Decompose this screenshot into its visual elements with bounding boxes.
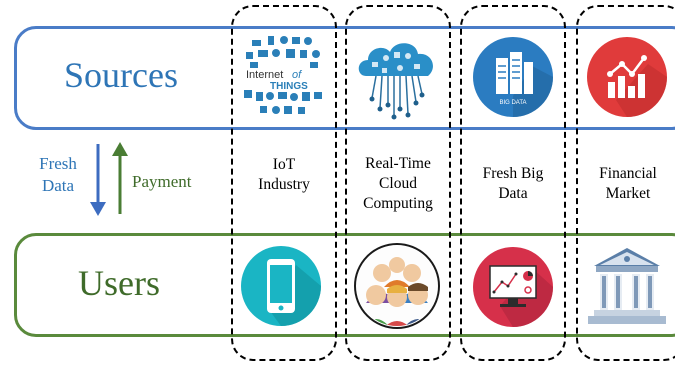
column-cloud-computing xyxy=(345,5,451,361)
label-line: Industry xyxy=(258,176,310,193)
sources-title: Sources xyxy=(64,55,178,95)
iot-text-of: of xyxy=(292,69,302,81)
column-label-bigdata: Fresh Big Data xyxy=(463,164,563,204)
cloud-computing-icon xyxy=(358,43,433,120)
users-title: Users xyxy=(78,263,160,303)
smartphone-icon xyxy=(241,246,321,326)
big-data-text: BIG DATA xyxy=(499,100,526,106)
label-line: Fresh Big xyxy=(482,165,544,182)
iot-text-things: THINGS xyxy=(270,81,308,92)
data-label-line: Data xyxy=(41,176,75,195)
stock-chart-icon xyxy=(587,37,667,117)
down-arrow-icon xyxy=(90,144,106,216)
column-iot-industry xyxy=(231,5,337,361)
users-band xyxy=(14,233,675,337)
column-financial-market xyxy=(576,5,675,361)
fresh-data-label: Fresh Data xyxy=(28,153,88,197)
sources-band xyxy=(14,26,675,130)
column-fresh-big-data xyxy=(460,5,566,361)
fresh-label-line: Fresh xyxy=(39,154,77,173)
label-line: Market xyxy=(605,185,651,202)
up-arrow-icon xyxy=(112,142,128,214)
column-label-financial: Financial Market xyxy=(578,164,675,204)
column-label-iot: IoT Industry xyxy=(234,155,334,195)
label-line: Computing xyxy=(363,195,433,212)
column-label-cloud: Real-Time Cloud Computing xyxy=(348,154,448,214)
payment-label: Payment xyxy=(132,172,192,191)
label-line: Real-Time xyxy=(365,155,431,172)
big-data-icon: BIG DATA xyxy=(473,37,553,117)
bank-icon xyxy=(588,248,666,324)
label-line: Cloud xyxy=(379,175,417,192)
label-line: Financial xyxy=(599,165,657,182)
iot-text-internet: Internet xyxy=(246,69,283,81)
label-line: IoT xyxy=(272,156,296,173)
label-line: Data xyxy=(498,185,528,202)
people-group-icon xyxy=(354,243,440,329)
internet-of-things-icon: Internet of THINGS xyxy=(244,36,322,114)
analytics-screen-icon xyxy=(473,247,553,327)
